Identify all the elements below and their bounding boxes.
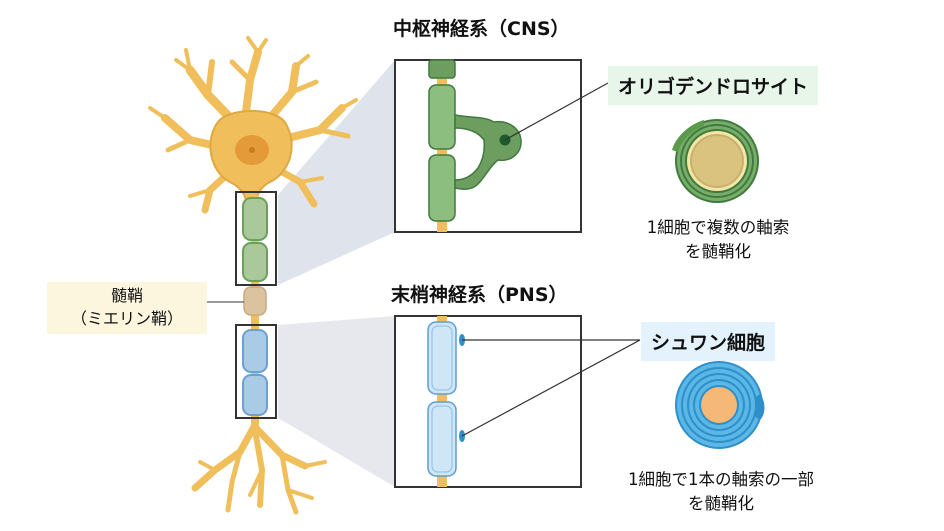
schwann-cell-label: シュワン細胞 — [641, 322, 776, 361]
myelin-sheath-label-line1: 髄鞘 — [110, 286, 143, 305]
pns-myelin-segment — [242, 329, 268, 373]
axon-terminals — [191, 421, 327, 515]
cns-zoom-myelin — [428, 59, 456, 79]
cns-zoom-myelin — [428, 154, 456, 222]
pns-zoom-box — [394, 315, 582, 488]
pns-description-line1: 1細胞で1本の軸索の一部 — [628, 470, 814, 489]
oligodendrocyte-body — [454, 114, 522, 190]
cns-title: 中枢神経系（CNS） — [393, 18, 570, 40]
pns-description: 1細胞で1本の軸索の一部 を髄鞘化 — [613, 468, 829, 516]
pns-pointer-line — [461, 339, 641, 437]
pns-description-line2: を髄鞘化 — [688, 494, 754, 513]
myelin-sheath-label-line2: （ミエリン鞘） — [70, 309, 183, 328]
schwann-cell-sheath-layer — [431, 405, 453, 473]
schwann-cell-sheath-layer — [431, 325, 453, 391]
cns-cross-section — [672, 119, 759, 203]
cns-zoom-wedge — [278, 60, 395, 285]
oligodendrocyte-label: オリゴデンドロサイト — [608, 66, 819, 105]
cns-description: 1細胞で複数の軸索 を髄鞘化 — [636, 216, 800, 264]
cns-zoom-myelin — [428, 84, 456, 150]
pns-zoom-wedge — [278, 316, 395, 487]
schwann-cell-sheath — [427, 401, 457, 477]
cns-description-line1: 1細胞で複数の軸索 — [646, 218, 790, 237]
pns-cross-section — [675, 361, 765, 449]
cns-myelin-segment — [242, 197, 268, 241]
pns-myelin-segment — [242, 374, 268, 416]
cns-description-line2: を髄鞘化 — [685, 242, 751, 261]
myelin-segment-middle — [243, 286, 267, 316]
cns-pointer-line — [504, 82, 609, 141]
pns-region-marker — [235, 324, 277, 419]
cns-region-marker — [235, 191, 277, 286]
neuron-nucleolus — [249, 147, 255, 153]
myelin-sheath-label: 髄鞘 （ミエリン鞘） — [47, 282, 207, 334]
pns-title: 末梢神経系（PNS） — [391, 284, 568, 306]
cns-myelin-segment — [242, 242, 268, 282]
schwann-cell-sheath — [427, 321, 457, 395]
